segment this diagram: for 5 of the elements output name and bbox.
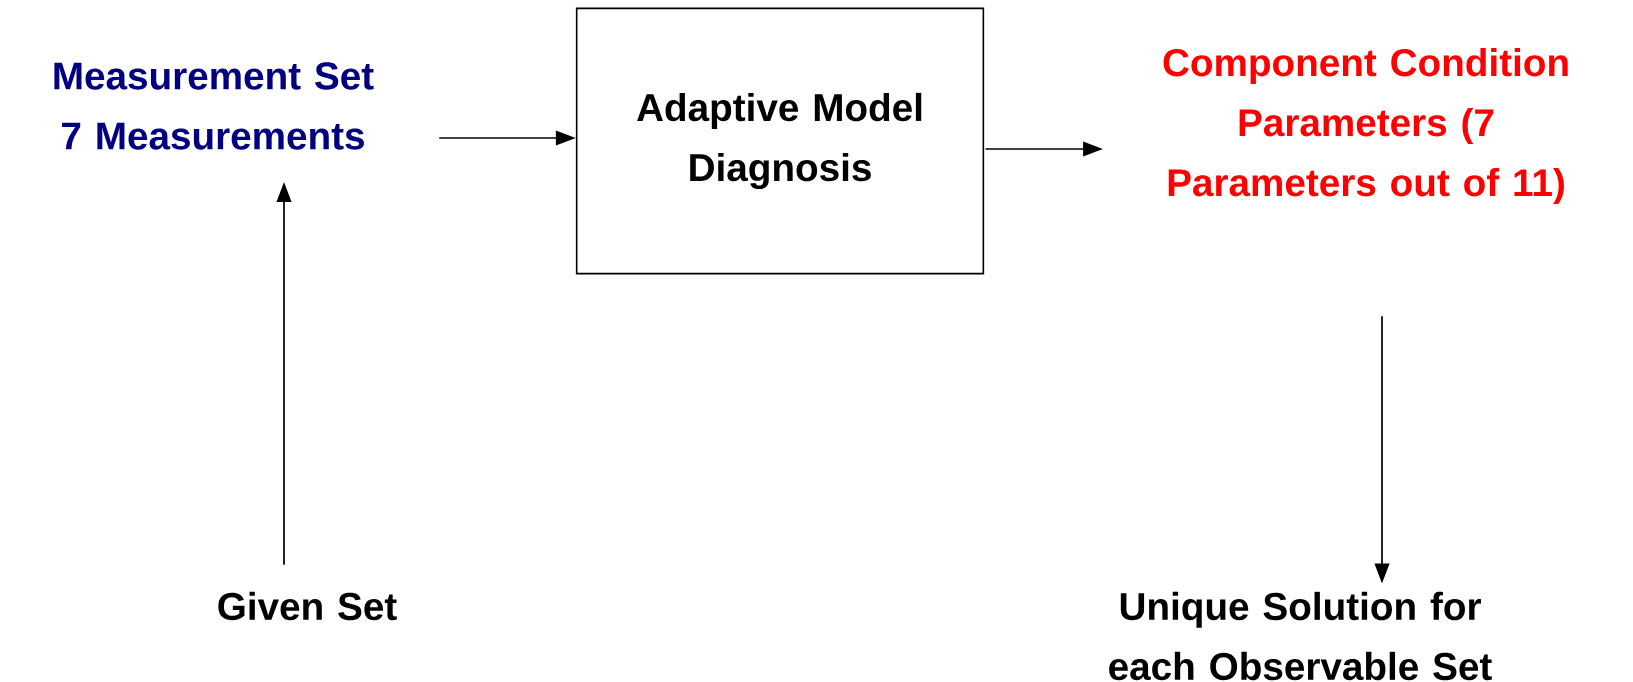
process-box: Adaptive Model Diagnosis — [575, 7, 985, 275]
input-text: Measurement Set 7 Measurements — [54, 62, 374, 150]
result-text: Unique Solution for each Observable Set — [1109, 591, 1492, 681]
output-text: Component Condition Parameters (7 Parameters out of 11) — [1163, 48, 1568, 205]
source-text: Given Set — [218, 591, 397, 621]
